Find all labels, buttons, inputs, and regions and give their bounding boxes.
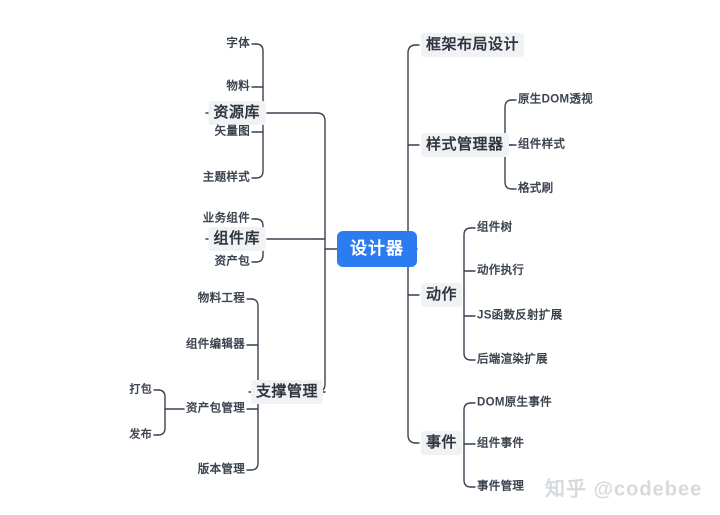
mindmap-node[interactable]: 矢量图: [214, 125, 250, 138]
mindmap-edge: [316, 112, 326, 393]
mindmap-node[interactable]: DOM原生事件: [477, 396, 552, 409]
mindmap-node[interactable]: 资产包: [214, 255, 250, 268]
mindmap-node[interactable]: 组件事件: [477, 437, 525, 450]
mindmap-node[interactable]: 框架布局设计: [421, 33, 525, 57]
mindmap-node[interactable]: JS函数反射扩展: [477, 309, 563, 322]
mindmap-node[interactable]: 事件管理: [477, 480, 525, 493]
mindmap-node[interactable]: 支撑管理: [250, 380, 323, 404]
mindmap-node[interactable]: 资源库: [208, 101, 265, 125]
mindmap-node[interactable]: 格式刷: [518, 182, 554, 195]
mindmap-edge: [157, 389, 166, 436]
mindmap-node[interactable]: 原生DOM透视: [518, 93, 593, 106]
mindmap-node[interactable]: 动作: [421, 283, 463, 307]
mindmap-node[interactable]: 后端渲染扩展: [477, 353, 548, 366]
mindmap-node[interactable]: 样式管理器: [421, 133, 509, 157]
mindmap-node[interactable]: 字体: [226, 37, 250, 50]
watermark: 知乎 @codebee: [545, 478, 703, 501]
mindmap-node[interactable]: 动作执行: [477, 264, 525, 277]
mindmap-node[interactable]: 业务组件: [202, 212, 250, 225]
mindmap-node[interactable]: 组件编辑器: [186, 338, 245, 351]
mindmap-node[interactable]: 版本管理: [197, 463, 245, 476]
mindmap-node[interactable]: 组件样式: [518, 138, 566, 151]
mindmap-node[interactable]: 事件: [421, 431, 463, 455]
root-node[interactable]: 设计器: [337, 231, 417, 267]
mindmap-node[interactable]: 资产包管理: [186, 402, 245, 415]
mindmap-node[interactable]: 物料: [226, 80, 250, 93]
mindmap-node[interactable]: 组件库: [208, 227, 265, 251]
mindmap-node[interactable]: 打包: [129, 383, 152, 396]
mindmap-node[interactable]: 组件树: [477, 221, 513, 234]
mindmap-edge: [463, 402, 472, 488]
mindmap-edge: [463, 227, 472, 361]
mindmap-node[interactable]: 主题样式: [202, 171, 250, 184]
mindmap-node[interactable]: 物料工程: [197, 292, 245, 305]
mindmap-node[interactable]: 发布: [129, 428, 152, 441]
